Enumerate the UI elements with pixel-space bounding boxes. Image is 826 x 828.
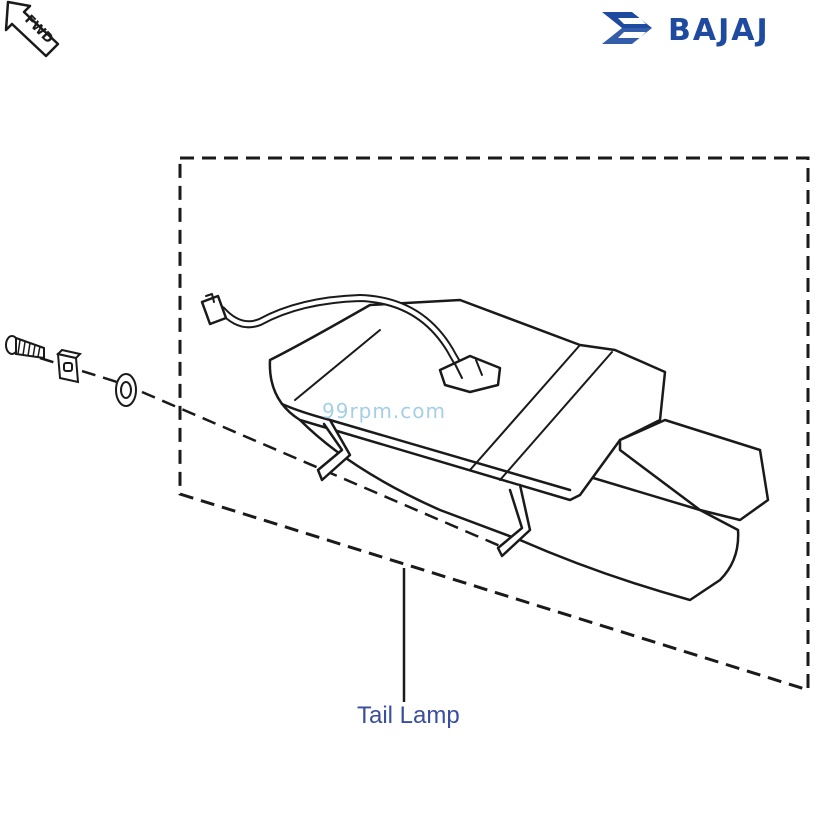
fwd-arrow-icon [4, 0, 60, 58]
watermark: 99rpm.com [322, 399, 446, 423]
callout-label[interactable]: Tail Lamp [357, 702, 460, 729]
grommet-icon [115, 373, 137, 407]
mounting-axis [39, 356, 501, 548]
fwd-indicator: FWD [4, 0, 60, 58]
brand-name: BAJAJ [668, 13, 770, 48]
brand-logo: BAJAJ [602, 12, 770, 48]
clip-icon [56, 348, 82, 384]
tail-lamp-icon [200, 293, 770, 602]
screw-icon [5, 335, 45, 360]
assembly-boundary [178, 156, 810, 693]
bajaj-logo-icon [602, 12, 652, 44]
